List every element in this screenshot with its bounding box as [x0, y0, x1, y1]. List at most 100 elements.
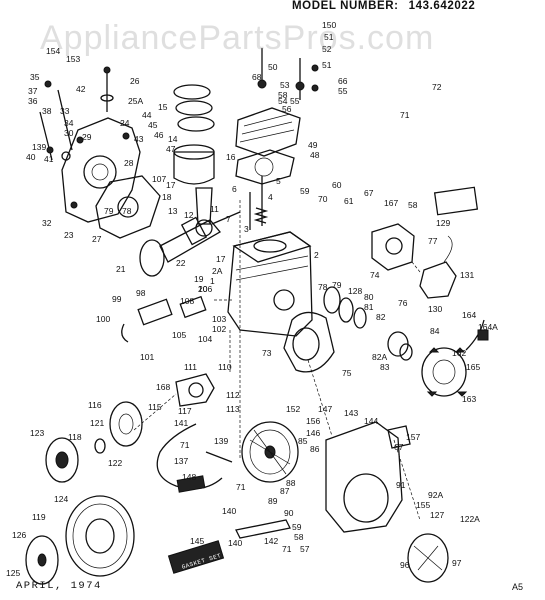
seal-ring — [399, 343, 413, 361]
callout-112: 112 — [226, 390, 240, 400]
callout-51: 51 — [324, 32, 334, 42]
callout-3: 3 — [244, 224, 249, 234]
callout-57: 57 — [300, 544, 310, 554]
callout-139: 139 — [32, 142, 46, 152]
head-fin — [243, 113, 291, 127]
callout-79: 79 — [104, 206, 114, 216]
callout-113: 113 — [226, 404, 240, 414]
callout-71d: 71 — [282, 544, 292, 554]
callout-17: 17 — [166, 180, 176, 190]
callout-58c: 58 — [294, 532, 304, 542]
callout-15: 15 — [158, 102, 168, 112]
callout-23: 23 — [64, 230, 74, 240]
callout-30: 30 — [64, 128, 74, 138]
callout-49: 49 — [308, 140, 318, 150]
seal-ring — [353, 307, 367, 329]
callout-14: 14 — [168, 134, 178, 144]
callout-38: 38 — [42, 106, 52, 116]
callout-137: 137 — [174, 456, 188, 466]
leader-line — [393, 439, 421, 521]
parts-drawing — [25, 48, 489, 585]
callout-103: 103 — [212, 314, 226, 324]
drive-pulley-hub — [55, 451, 69, 469]
crank-throw — [180, 216, 208, 246]
control-lever — [235, 519, 291, 539]
callout-71b: 71 — [180, 440, 190, 450]
callout-164a: 164A — [478, 322, 498, 332]
block-fin — [235, 265, 309, 281]
starter-boss — [188, 382, 204, 398]
callout-58b: 58 — [408, 200, 418, 210]
ignition-stator — [421, 347, 467, 397]
cover-plate — [387, 425, 411, 449]
callout-118: 118 — [68, 432, 82, 442]
piston-ring — [175, 100, 213, 116]
valve-cap — [295, 81, 305, 91]
model-number-value: 143.642022 — [408, 0, 476, 12]
stator-lug — [454, 347, 466, 353]
callout-72: 72 — [432, 82, 442, 92]
callout-52: 52 — [322, 44, 332, 54]
stator-lug — [426, 391, 438, 397]
model-number-label: MODEL NUMBER: — [292, 0, 399, 12]
callout-140b: 140 — [228, 538, 242, 548]
callout-121: 121 — [90, 418, 104, 428]
callout-27: 27 — [92, 234, 102, 244]
callout-29: 29 — [82, 132, 92, 142]
ignition-stator-core — [432, 359, 456, 385]
cover-seal — [117, 196, 139, 218]
flywheel — [241, 421, 299, 483]
callout-117: 117 — [178, 406, 192, 416]
callout-34: 34 — [64, 118, 74, 128]
callout-85: 85 — [298, 436, 308, 446]
cover-bolt-hole — [76, 136, 84, 144]
callout-78b: 78 — [318, 282, 328, 292]
air-cleaner — [433, 186, 479, 216]
drive-pulley — [45, 437, 79, 483]
flywheel-gear — [139, 239, 165, 277]
callout-92a: 92A — [428, 490, 443, 500]
flywheel-tire — [65, 495, 135, 577]
callout-16: 16 — [226, 152, 236, 162]
callout-105: 105 — [172, 330, 186, 340]
rod-big-end — [195, 219, 213, 237]
watermark: AppliancePartsPros.com — [40, 19, 435, 57]
callout-97: 97 — [452, 558, 462, 568]
valve-cap — [311, 64, 319, 72]
callout-37: 37 — [28, 86, 38, 96]
cylinder-block-top — [232, 231, 312, 263]
callout-100: 100 — [96, 314, 110, 324]
callout-labels: 150 51 52 154 153 35 26 42 25A 37 36 38 … — [6, 20, 498, 578]
callout-129: 129 — [436, 218, 450, 228]
callout-55: 55 — [338, 86, 348, 96]
flywheel-disc-center — [37, 553, 47, 567]
air-baffle-opening — [292, 327, 320, 361]
callout-45: 45 — [148, 120, 158, 130]
crankcase-cover — [61, 117, 141, 223]
callout-96: 96 — [400, 560, 410, 570]
small-part — [61, 151, 71, 161]
callout-70: 70 — [318, 194, 328, 204]
governor-rod-head — [103, 66, 111, 74]
callout-140: 140 — [222, 506, 236, 516]
callout-12: 12 — [184, 210, 194, 220]
crankshaft-end — [211, 211, 241, 225]
leader-line — [307, 359, 333, 437]
callout-50: 50 — [268, 62, 278, 72]
callout-79b: 79 — [332, 280, 342, 290]
sheet-code: A5 — [512, 582, 524, 592]
callout-154: 154 — [46, 46, 60, 56]
fuel-pump — [419, 261, 457, 299]
callout-111: 111 — [184, 362, 197, 372]
piston-ring — [173, 84, 211, 100]
fuel-line — [443, 235, 453, 263]
callout-32: 32 — [42, 218, 52, 228]
callout-110: 110 — [218, 362, 232, 372]
cover-bolt-hole — [70, 201, 78, 209]
callout-55b: 55 — [290, 96, 300, 106]
callout-98: 98 — [136, 288, 146, 298]
seal-ring — [338, 297, 354, 323]
callout-123: 123 — [30, 428, 44, 438]
callout-86: 86 — [310, 444, 320, 454]
